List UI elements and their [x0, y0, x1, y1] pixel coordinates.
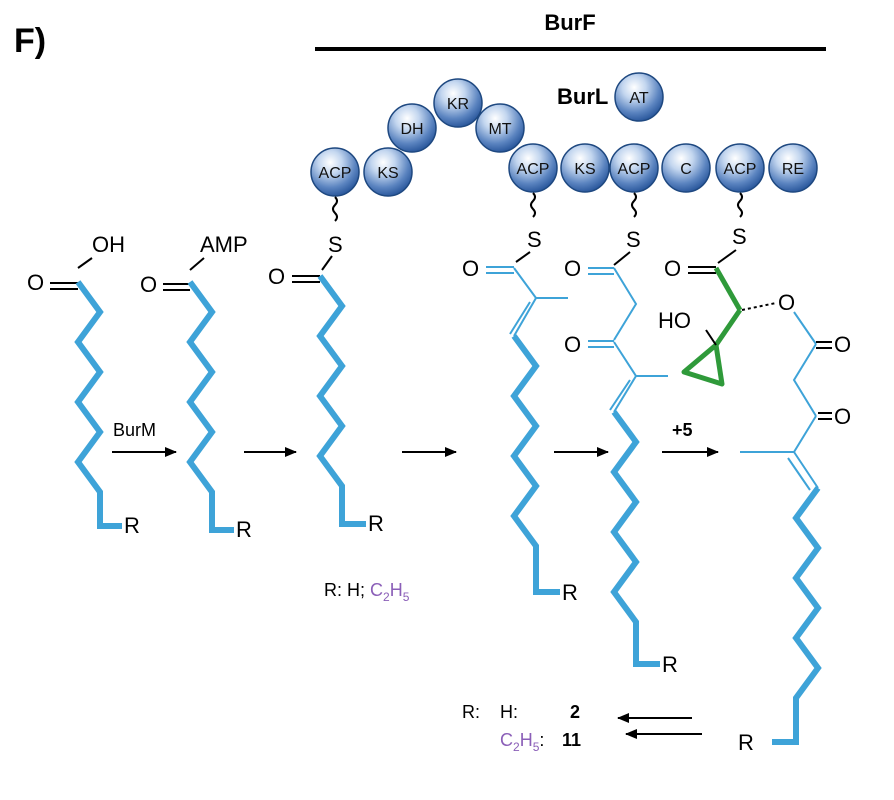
- domain-acp-3-label: ACP: [618, 161, 651, 178]
- domain-ks-2: KS: [560, 143, 610, 193]
- compound-11-label: 11: [562, 730, 581, 750]
- carbonyl-o-label: O: [664, 256, 681, 281]
- acyl-acp-thioester: S O R: [268, 232, 384, 536]
- domain-ks-1: KS: [363, 147, 413, 197]
- tether-acp-4: [737, 192, 743, 218]
- final-acp-intermediate: S O HO O O O R: [658, 224, 851, 755]
- domain-acp-3: ACP: [609, 143, 659, 193]
- domain-acp-4: ACP: [715, 143, 765, 193]
- thioester-s-label: S: [732, 224, 747, 249]
- domain-mt-label: MT: [488, 121, 511, 138]
- domain-re-label: RE: [782, 161, 804, 178]
- domain-ks-1-label: KS: [377, 165, 398, 182]
- ester-o-label: O: [778, 290, 795, 315]
- tether-acp-2: [530, 192, 536, 218]
- panel-label: F): [14, 22, 46, 60]
- domain-dh: DH: [387, 103, 437, 153]
- carbonyl-o-label: O: [27, 270, 44, 295]
- r-label: R: [124, 513, 140, 538]
- domain-kr: KR: [433, 78, 483, 128]
- ketone-o-label: O: [564, 332, 581, 357]
- acyl-amp: AMP O R: [140, 232, 252, 542]
- r-substituent-legend: R: H; C2H5: [324, 580, 410, 604]
- carbonyl-o-label: O: [564, 256, 581, 281]
- arrow-burm: BurM: [112, 420, 177, 457]
- thioester-s-label: S: [328, 232, 343, 257]
- tether-acp-3: [631, 192, 637, 218]
- product-r-label: R:: [462, 702, 480, 722]
- domain-at-label: AT: [629, 90, 648, 107]
- domain-c: C: [661, 143, 711, 193]
- domain-c-label: C: [680, 161, 692, 178]
- carbonyl-o-label: O: [462, 256, 479, 281]
- burm-label: BurM: [113, 420, 156, 440]
- product-legend: R: H: 2 C2H5: 11: [462, 702, 581, 754]
- ester-carbonyl-o-label: O: [834, 332, 851, 357]
- domain-acp-2: ACP: [508, 143, 558, 193]
- carbonyl-o-label: O: [140, 272, 157, 297]
- domain-acp-2-label: ACP: [517, 161, 550, 178]
- domain-acp-4-label: ACP: [724, 161, 757, 178]
- domain-re: RE: [768, 143, 818, 193]
- amp-label: AMP: [200, 232, 248, 257]
- domain-at: AT: [614, 72, 664, 122]
- r-label: R: [236, 517, 252, 542]
- r-label: R: [738, 730, 754, 755]
- oh-label: OH: [92, 232, 125, 257]
- r-label: R: [662, 652, 678, 677]
- thioester-s-label: S: [626, 227, 641, 252]
- fatty-acid: OH O R: [27, 232, 140, 538]
- beta-keto-acyl-acp: S O O R: [564, 227, 678, 677]
- product-c2h5-label: C2H5:: [500, 730, 544, 754]
- r-label: R: [562, 580, 578, 605]
- domain-kr-label: KR: [447, 96, 469, 113]
- domain-mt: MT: [475, 103, 525, 153]
- burf-title: BurF: [544, 10, 595, 35]
- product-h-label: H:: [500, 702, 518, 722]
- tether-acp-1: [332, 196, 338, 222]
- domain-acp-1-label: ACP: [319, 165, 352, 182]
- compound-2-label: 2: [570, 702, 580, 722]
- arrow-plus5: +5: [662, 420, 719, 457]
- burl-title: BurL: [557, 84, 608, 109]
- domain-acp-1: ACP: [310, 147, 360, 197]
- carbonyl-o-label: O: [268, 264, 285, 289]
- domain-ks-2-label: KS: [574, 161, 595, 178]
- methyl-enoyl-acp: S O R: [462, 227, 578, 605]
- domain-dh-label: DH: [400, 121, 423, 138]
- ketone-o-label: O: [834, 404, 851, 429]
- plus5-label: +5: [672, 420, 693, 440]
- hydroxyl-ho-label: HO: [658, 308, 691, 333]
- r-label: R: [368, 511, 384, 536]
- thioester-s-label: S: [527, 227, 542, 252]
